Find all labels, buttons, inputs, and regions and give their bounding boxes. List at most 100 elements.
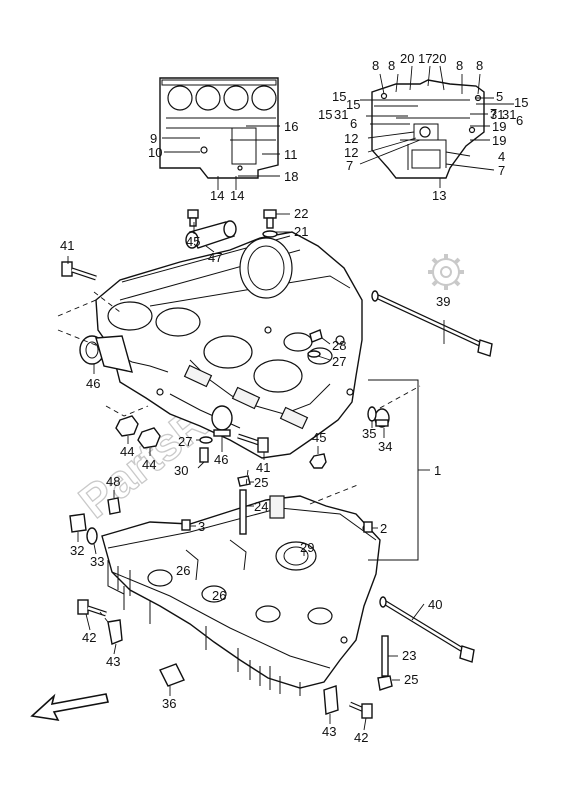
callout-26a: 26 (176, 563, 190, 578)
callout-30: 30 (174, 463, 188, 478)
case-bottom-fins (107, 560, 301, 696)
bolt-45-upper (187, 209, 199, 227)
callout-19a: 19 (492, 119, 506, 134)
drain-plug-32 (69, 513, 87, 533)
callout-31a: 31 (334, 107, 348, 122)
callout-32: 32 (70, 543, 84, 558)
callout-22: 22 (294, 206, 308, 221)
gear-icon (428, 254, 464, 290)
callout-2: 2 (380, 521, 387, 536)
clamp-43-left (107, 619, 123, 645)
callout-7a: 7 (490, 106, 497, 121)
callout-43a: 43 (106, 654, 120, 669)
nut-25-lower (377, 675, 393, 691)
callout-9: 9 (150, 131, 157, 146)
callout-1: 1 (434, 463, 441, 478)
oil-filler-pipe-47 (185, 220, 237, 249)
callout-25b: 25 (404, 672, 418, 687)
gasket-33 (86, 527, 98, 545)
callout-8a: 8 (372, 58, 379, 73)
callout-12b: 12 (344, 145, 358, 160)
callout-8b: 8 (388, 58, 395, 73)
callout-28: 28 (332, 338, 346, 353)
callout-19b: 19 (492, 133, 506, 148)
callout-27a: 27 (332, 354, 346, 369)
callout-17: 17 (418, 51, 432, 66)
stud-25-upper (237, 475, 251, 487)
callout-5: 5 (496, 89, 503, 104)
callout-7b: 7 (346, 158, 353, 173)
callout-15c: 15 (514, 95, 528, 110)
nut-45-lower (309, 453, 327, 469)
callout-31c: 31 (502, 107, 516, 122)
callout-27b: 27 (178, 434, 192, 449)
oring-27-upper (307, 350, 321, 358)
dowel-2 (363, 521, 373, 533)
callout-36: 36 (162, 696, 176, 711)
callout-20a: 20 (400, 51, 414, 66)
bolt-41-upper (61, 261, 97, 281)
callout-4: 4 (498, 149, 505, 164)
plug-34 (374, 408, 390, 428)
callout-44a: 44 (120, 444, 134, 459)
clamp-43-right (323, 685, 339, 715)
callout-46a: 46 (86, 376, 100, 391)
washer-35 (367, 406, 377, 422)
long-bolt-40 (379, 596, 475, 663)
callout-44b: 44 (142, 457, 156, 472)
dowel-3 (181, 519, 191, 531)
callout-45a: 45 (186, 234, 200, 249)
callout-45b: 45 (312, 430, 326, 445)
callout-26b: 26 (212, 588, 226, 603)
callout-8c: 8 (456, 58, 463, 73)
upper-crankcase (95, 231, 363, 459)
callout-48: 48 (106, 474, 120, 489)
stud-23 (381, 635, 389, 677)
plug-48 (107, 497, 121, 515)
callout-21: 21 (294, 224, 308, 239)
callout-3: 3 (198, 519, 205, 534)
bracket-1 (368, 379, 430, 561)
callout-7c: 7 (498, 163, 505, 178)
callout-41b: 41 (256, 460, 270, 475)
callout-20b: 20 (432, 51, 446, 66)
callout-18: 18 (284, 169, 298, 184)
plug-36 (159, 663, 185, 687)
bolt-42-right (349, 701, 373, 719)
nut-44b (137, 427, 161, 449)
callout-46b: 46 (214, 452, 228, 467)
callout-39: 39 (436, 294, 450, 309)
callout-43b: 43 (322, 724, 336, 739)
main-leaders (67, 213, 445, 731)
callout-33: 33 (90, 554, 104, 569)
bolt-22 (263, 209, 277, 229)
callout-40: 40 (428, 597, 442, 612)
jet-30 (199, 447, 209, 463)
bolt-42-left (77, 599, 107, 617)
callout-25a: 25 (254, 475, 268, 490)
inset1-leaders (162, 125, 280, 190)
callout-35: 35 (362, 426, 376, 441)
callout-8d: 8 (476, 58, 483, 73)
callout-42a: 42 (82, 630, 96, 645)
inset2-leaders (359, 65, 514, 188)
callout-15a: 15 (332, 89, 346, 104)
inset-lower-case-bottom (371, 79, 485, 179)
callout-24: 24 (254, 499, 268, 514)
callout-15b: 15 (346, 97, 360, 112)
oil-jet-46 (211, 405, 233, 437)
callout-31b: 31 (490, 107, 504, 122)
stud-24 (239, 489, 247, 535)
breather-46 (79, 335, 133, 373)
callout-15d: 15 (318, 107, 332, 122)
callout-labels: 9 10 16 11 18 14 14 8 8 20 17 20 8 8 15 … (60, 51, 528, 745)
inset-upper-case-top (159, 77, 279, 179)
oring-27-lower (199, 436, 213, 444)
callout-10: 10 (148, 145, 162, 160)
callout-41a: 41 (60, 238, 74, 253)
long-bolt-39 (371, 290, 493, 357)
callout-6b: 6 (516, 113, 523, 128)
callout-29: 29 (300, 540, 314, 555)
callout-11: 11 (284, 147, 298, 162)
